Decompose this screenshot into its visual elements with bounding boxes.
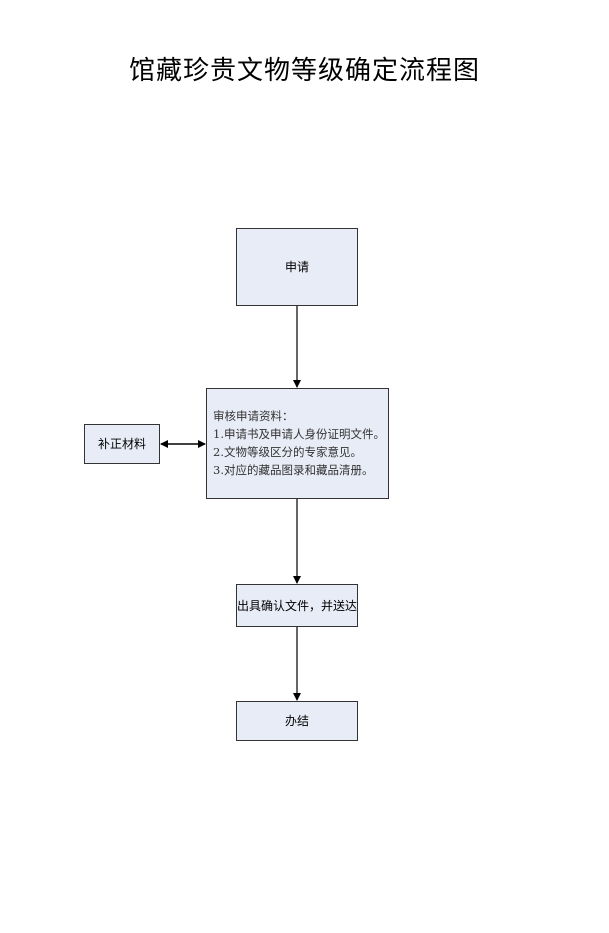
node-finish: 办结 [236, 701, 358, 741]
node-review-item-3: 3.对应的藏品图录和藏品清册。 [213, 463, 374, 477]
node-review-item-1: 1.申请书及申请人身份证明文件。 [213, 427, 385, 441]
node-apply: 申请 [236, 228, 358, 306]
node-supplement-label: 补正材料 [97, 437, 146, 451]
node-supplement: 补正材料 [84, 424, 160, 464]
page-title: 馆藏珍贵文物等级确定流程图 [128, 56, 480, 86]
node-issue-label: 出具确认文件，并送达 [237, 598, 358, 613]
node-finish-label: 办结 [284, 714, 309, 728]
node-review-heading: 审核申请资料： [213, 409, 294, 423]
node-issue: 出具确认文件，并送达 [236, 584, 358, 627]
node-review-item-2: 2.文物等级区分的专家意见。 [213, 445, 362, 459]
node-apply-label: 申请 [284, 260, 309, 274]
node-review: 审核申请资料： 1.申请书及申请人身份证明文件。 2.文物等级区分的专家意见。 … [206, 388, 389, 499]
